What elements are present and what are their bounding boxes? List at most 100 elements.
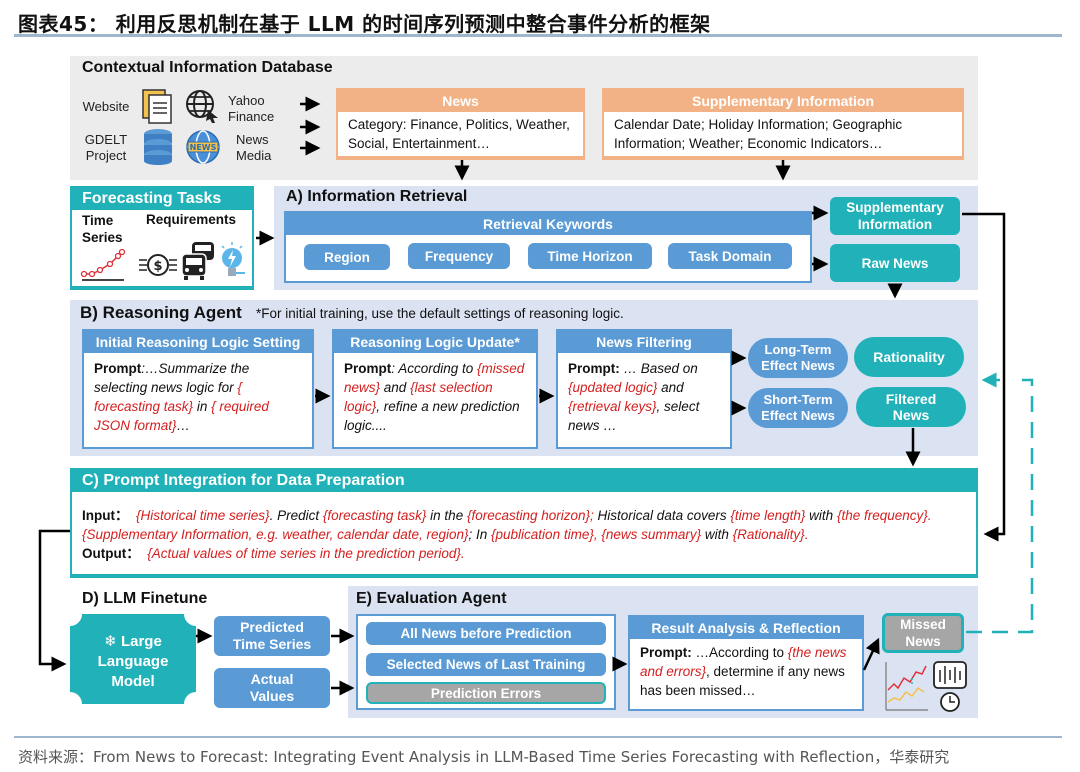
news-filtering-header: News Filtering (596, 334, 692, 350)
prompt-input-text: Input： {Historical time series}. Predict… (82, 506, 966, 544)
prompt-fragment: : According to (391, 361, 478, 376)
prompt-fragment: {forecasting horizon}; (466, 508, 594, 523)
database-icon (144, 129, 172, 165)
forecasting-tasks-title: Forecasting Tasks (82, 190, 222, 207)
svg-text:NEWS: NEWS (190, 143, 217, 152)
reflection-header: Result Analysis & Reflection (651, 620, 841, 636)
reasoning-update-box: Reasoning Logic Update* Prompt: Accordin… (332, 329, 538, 449)
money-exchange-icon: $ (139, 254, 177, 276)
figure-title: 图表45： 利用反思机制在基于 LLM 的时间序列预测中整合事件分析的框架 (18, 12, 711, 36)
news-filtering-prompt: Prompt: … Based on {updated logic} and {… (558, 353, 730, 447)
prompt-fragment: … Based on (619, 361, 698, 376)
globe-cursor-icon (186, 90, 218, 123)
all-news-before-prediction: All News before Prediction (366, 622, 606, 645)
keyword-frequency: Frequency (408, 243, 510, 269)
time-series-chart-icon (80, 248, 126, 281)
prompt-fragment: { forecasting task} (94, 380, 242, 414)
news-globe-icon: NEWS (186, 130, 220, 164)
snowflake-icon: ❄ (104, 633, 117, 650)
news-box: News Category: Finance, Politics, Weathe… (336, 88, 585, 160)
prompt-fragment: , refine a new prediction logic.... (344, 399, 520, 433)
title-divider (14, 34, 1062, 37)
traffic-cars-icon (181, 242, 214, 280)
initial-reasoning-header: Initial Reasoning Logic Setting (95, 334, 301, 350)
rationality-output: Rationality (854, 337, 964, 377)
supp-info-to-prompt (962, 212, 1006, 542)
prompt-fragment: { required JSON format} (94, 399, 269, 433)
prompt-fragment: {last selection logic} (344, 380, 493, 414)
initial-reasoning-box: Initial Reasoning Logic Setting Prompt:…… (82, 329, 314, 449)
reflection-prompt: Prompt: …According to {the news and erro… (630, 639, 862, 709)
prompt-fragment: , determine if any news has been missed… (640, 664, 845, 698)
prompt-fragment: with (805, 508, 837, 523)
llm-finetune-title: D) LLM Finetune (82, 590, 208, 607)
news-filtering-box: News Filtering Prompt: … Based on {updat… (556, 329, 732, 449)
prompt-fragment: {updated logic} (568, 380, 658, 395)
prompt-fragment: Historical data covers (593, 508, 731, 523)
initial-reasoning-prompt: Prompt:…Summarize the selecting news log… (84, 353, 312, 447)
prompt-fragment: {time length} (730, 508, 806, 523)
retrieval-keywords-header: Retrieval Keywords (483, 216, 613, 232)
prompt-fragment: {forecasting task} (322, 508, 427, 523)
prompt-fragment: {retrieval keys} (568, 399, 657, 414)
prompt-label: Prompt (94, 361, 142, 376)
analysis-chart-icon (885, 661, 967, 712)
news-box-header: News (442, 93, 479, 109)
missed-news-feedback (966, 378, 1034, 634)
reasoning-update-prompt: Prompt: According to {missed news} and {… (334, 353, 536, 447)
prompt-fragment: {publication time}, {news summary} (491, 527, 702, 542)
prompt-integration-title: C) Prompt Integration for Data Preparati… (82, 472, 405, 489)
prompt-fragment: … (176, 418, 191, 433)
energy-bulb-icon (221, 242, 245, 276)
requirements-label: Requirements (146, 212, 237, 227)
prompt-fragment: in the (426, 508, 467, 523)
svg-text:$: $ (153, 259, 162, 274)
info-retrieval-title: A) Information Retrieval (286, 188, 468, 205)
evaluation-agent-title: E) Evaluation Agent (356, 590, 507, 607)
output-template: {Actual values of time series in the pre… (147, 546, 465, 561)
prompt-to-llm (38, 529, 70, 672)
supplementary-box-body: Calendar Date; Holiday Information; Geog… (604, 112, 962, 156)
keyword-task-domain: Task Domain (668, 243, 792, 269)
llm-model-shape (70, 614, 196, 704)
retrieval-keywords-box: Retrieval Keywords Region Frequency Time… (284, 211, 812, 283)
prompt-fragment: . Predict (269, 508, 323, 523)
prompt-label: Prompt: (568, 361, 620, 376)
prompt-fragment: and (380, 380, 411, 395)
prompt-fragment: {Rationality}. (732, 527, 809, 542)
reasoning-update-header: Reasoning Logic Update* (350, 334, 520, 350)
source-divider (14, 736, 1062, 738)
keyword-region: Region (304, 244, 390, 270)
prompt-fragment: with (701, 527, 733, 542)
prompt-integration-box: C) Prompt Integration for Data Preparati… (70, 468, 978, 578)
prompt-fragment: and (657, 380, 684, 395)
source-label-website: Website (82, 99, 130, 114)
reasoning-agent-title: B) Reasoning Agent (80, 303, 242, 322)
supplementary-box-header: Supplementary Information (691, 93, 875, 109)
prompt-fragment: {Historical time series} (136, 508, 270, 523)
prediction-errors: Prediction Errors (366, 682, 606, 704)
prompt-output-text: Output： {Actual values of time series in… (82, 544, 966, 563)
prompt-label: Prompt: (640, 645, 692, 660)
prompt-fragment: , select news … (568, 399, 700, 433)
selected-news-last-training: Selected News of Last Training (366, 653, 606, 676)
reasoning-agent-note: *For initial training, use the default s… (256, 306, 624, 321)
arrow-reflection-to-missed (862, 637, 880, 671)
document-icon (142, 89, 172, 124)
supplementary-box: Supplementary Information Calendar Date;… (602, 88, 964, 160)
figure-source: 资料来源：From News to Forecast: Integrating … (18, 748, 950, 766)
prompt-fragment: {missed news} (344, 361, 525, 395)
